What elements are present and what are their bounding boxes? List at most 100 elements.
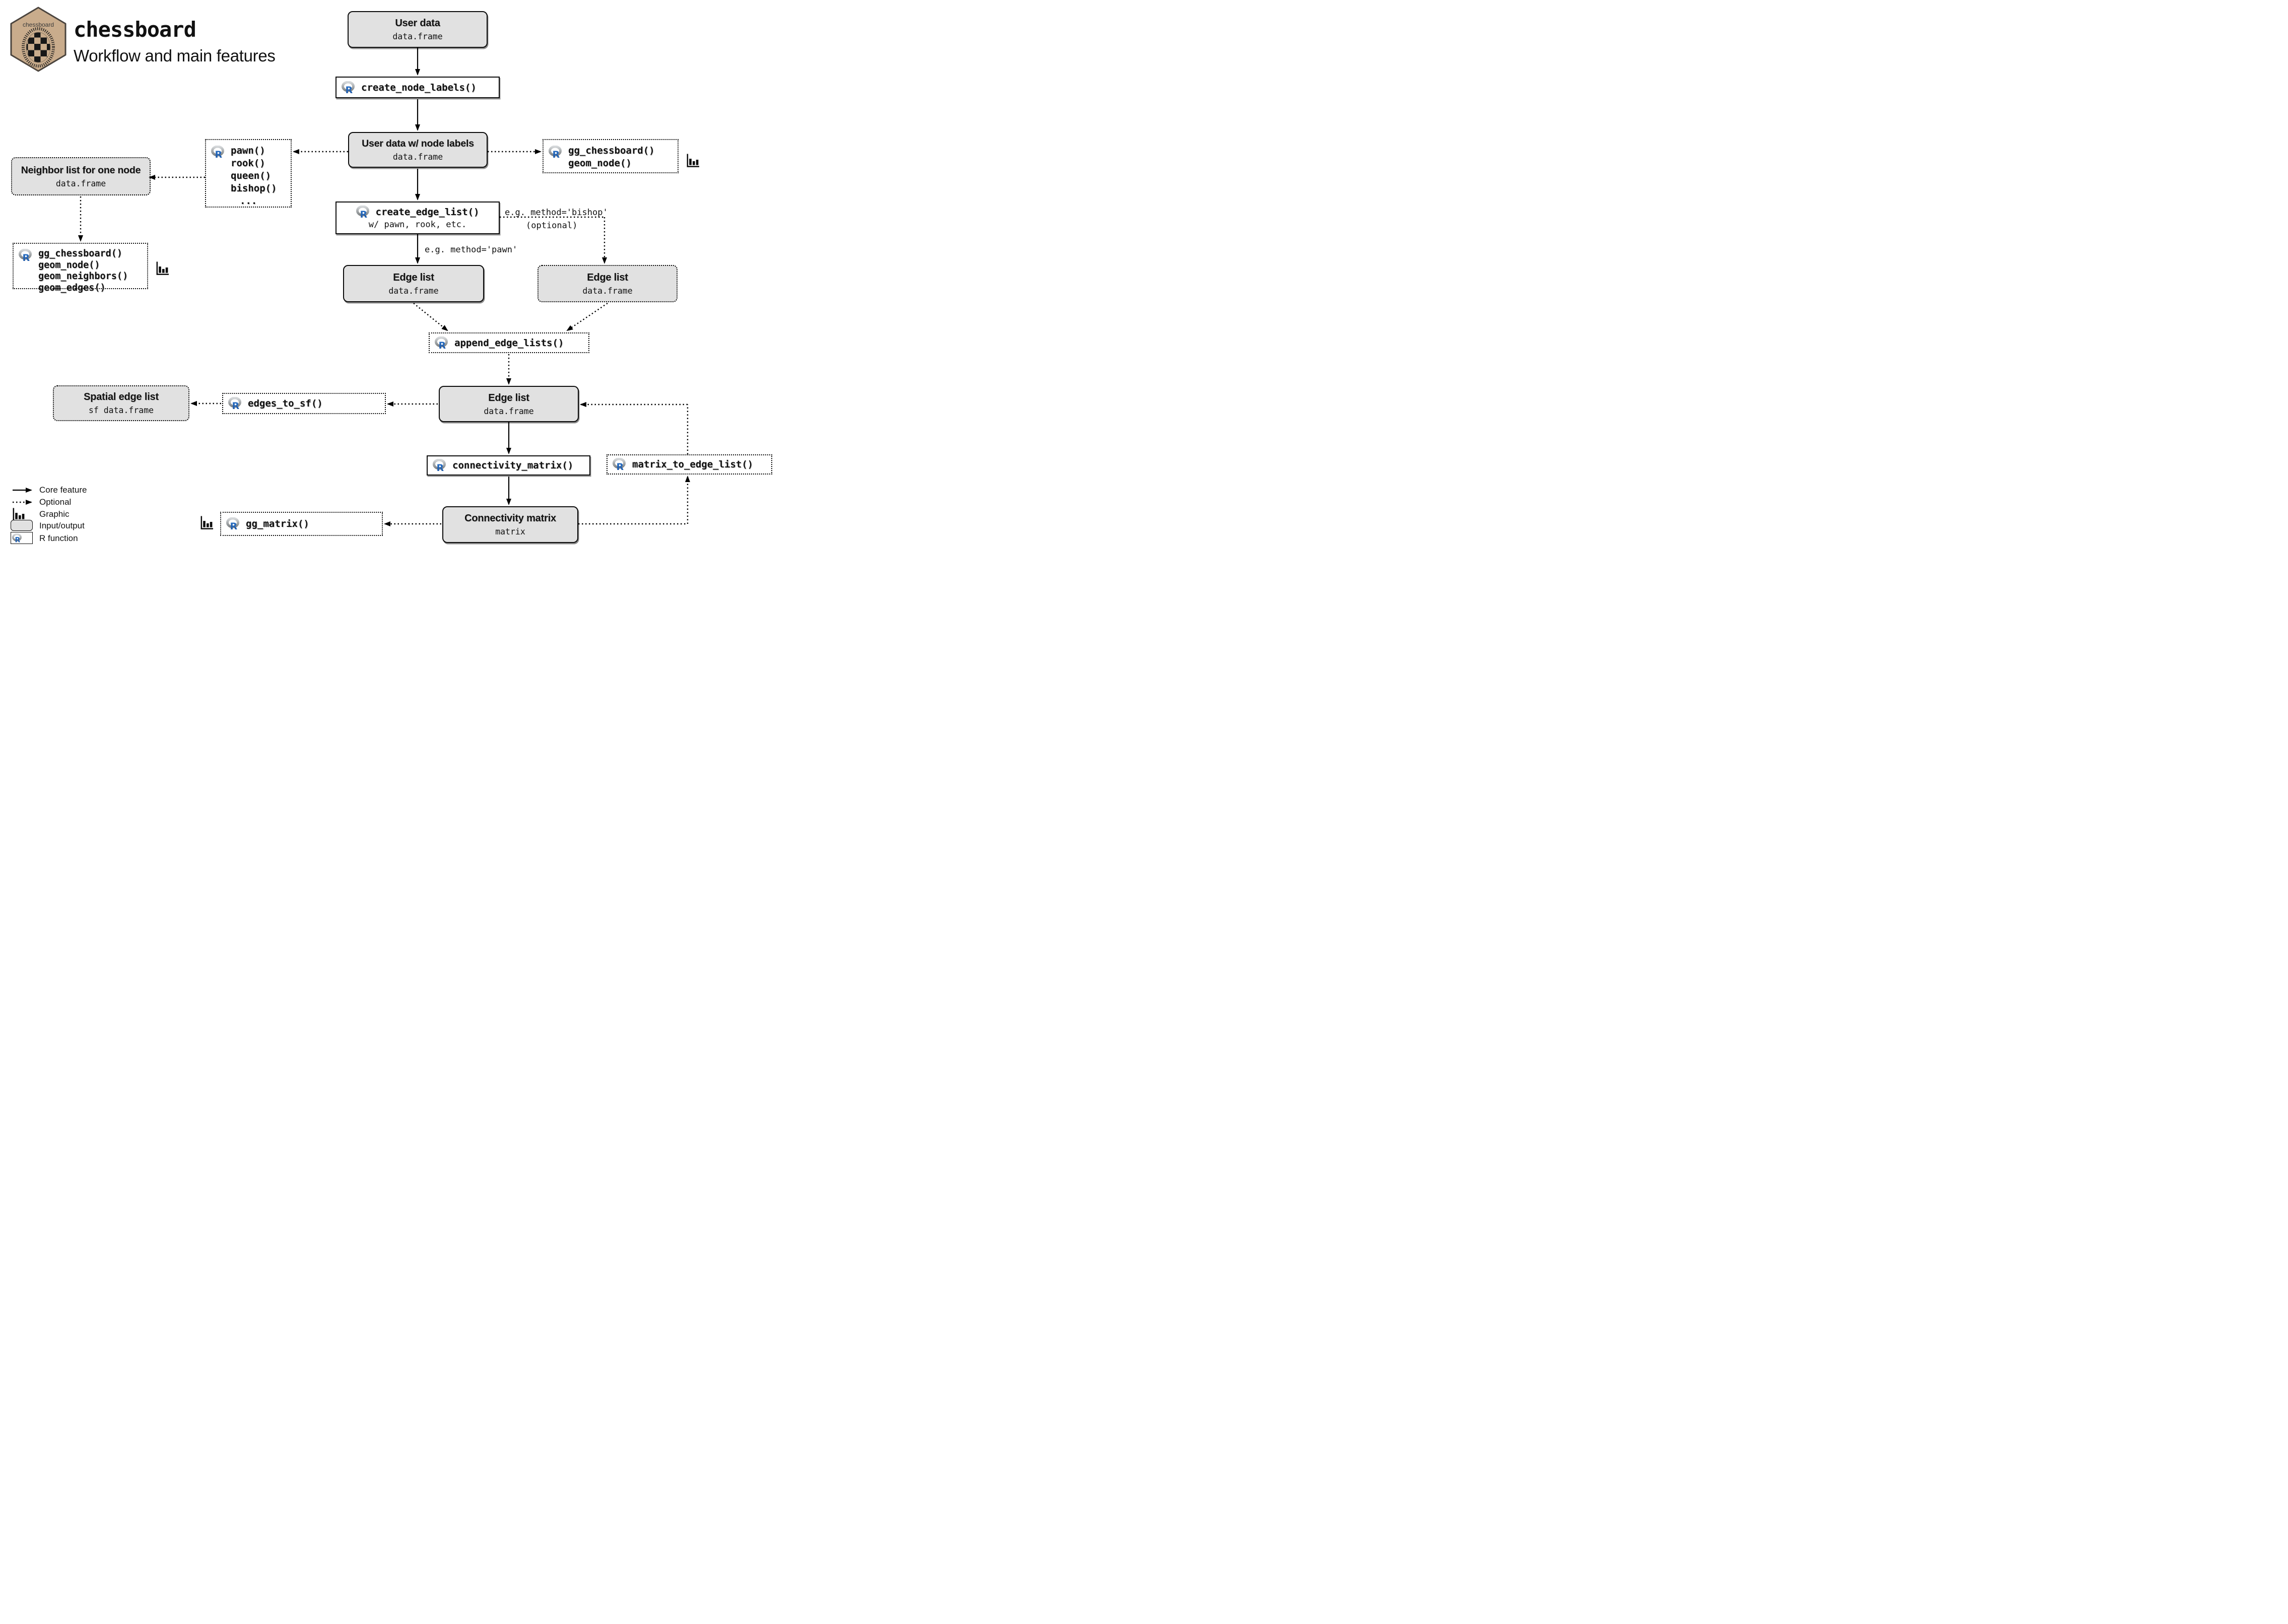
svg-text:R: R [346, 85, 353, 94]
fn-label: create_node_labels() [361, 82, 477, 93]
fn-lines: gg_chessboard() geom_node() geom_neighbo… [38, 248, 128, 294]
r-logo-icon: R [356, 205, 371, 220]
graphic-icon [155, 260, 169, 276]
fn-label: geom_edges() [38, 282, 106, 293]
page-title: chessboard [74, 17, 196, 42]
annotation-method-pawn: e.g. method='pawn' [425, 245, 518, 255]
box-edge-list-main: Edge list data.frame [439, 386, 579, 422]
fn-label: geom_neighbors() [38, 271, 128, 282]
box-type: data.frame [388, 286, 439, 296]
box-title: User data w/ node labels [362, 138, 474, 149]
box-spatial-edge-list: Spatial edge list sf data.frame [53, 385, 189, 421]
r-logo-icon: R [211, 145, 226, 160]
svg-text:R: R [215, 149, 223, 159]
fn-create-node-labels: R create_node_labels() [335, 77, 500, 98]
fn-append-edge-lists: R append_edge_lists() [429, 332, 589, 353]
box-title: Edge list [393, 272, 434, 283]
svg-text:R: R [439, 340, 446, 350]
svg-text:R: R [617, 461, 624, 471]
fn-create-edge-list: R create_edge_list() w/ pawn, rook, etc. [335, 201, 500, 234]
legend-r-function: R function [39, 533, 78, 543]
fn-edges-to-sf: R edges_to_sf() [222, 393, 386, 414]
workflow-diagram: chessboard https://github.com/frbcesab/c… [0, 0, 779, 553]
arrow-edgelistright-to-append [566, 303, 608, 331]
svg-text:R: R [23, 252, 30, 262]
fn-sublabel: w/ pawn, rook, etc. [368, 220, 467, 230]
box-neighbor-list: Neighbor list for one node data.frame [11, 157, 151, 195]
r-logo-icon: R [613, 457, 628, 472]
box-type: data.frame [55, 178, 106, 188]
svg-text:R: R [360, 209, 367, 219]
box-title: Neighbor list for one node [21, 164, 141, 176]
fn-label: gg_matrix() [246, 518, 309, 529]
fn-connectivity-matrix: R connectivity_matrix() [427, 455, 590, 476]
fn-label: ... [240, 195, 257, 207]
fn-label: matrix_to_edge_list() [632, 459, 754, 470]
chessboard-hex-logo: chessboard https://github.com/frbcesab/c… [10, 7, 66, 72]
box-type: sf data.frame [88, 405, 154, 415]
legend-input-output-sample [11, 520, 33, 531]
legend-r-function-sample: R [11, 532, 33, 544]
annotation-method-bishop: e.g. method='bishop' [505, 208, 608, 218]
fn-row: R create_edge_list() [356, 205, 480, 220]
hex-logo-text: chessboard [23, 21, 54, 28]
fn-label: gg_chessboard() [38, 248, 123, 259]
box-edge-list-right: Edge list data.frame [537, 265, 678, 302]
fn-label: bishop() [231, 183, 277, 194]
fn-label: pawn() [231, 145, 265, 156]
fn-label: rook() [231, 158, 265, 169]
r-logo-icon: R [433, 458, 448, 473]
fn-label: create_edge_list() [375, 207, 480, 218]
box-title: Edge list [587, 272, 628, 283]
r-logo-icon: R [228, 396, 243, 412]
box-title: Connectivity matrix [464, 513, 556, 524]
chess-pieces-ring [22, 27, 55, 67]
svg-text:R: R [553, 149, 560, 159]
box-user-data: User data data.frame [348, 11, 488, 48]
box-type: data.frame [392, 152, 443, 162]
r-logo-icon: R [435, 336, 450, 351]
svg-text:R: R [437, 462, 444, 472]
box-title: Edge list [488, 392, 529, 403]
r-logo-icon: R [342, 81, 357, 96]
fn-label: gg_chessboard() [568, 145, 655, 156]
box-type: matrix [495, 527, 525, 536]
fn-label: geom_node() [568, 158, 632, 169]
r-logo-icon: R [226, 517, 241, 532]
legend-graphic: Graphic [39, 509, 70, 519]
fn-lines: gg_chessboard() geom_node() [568, 145, 655, 170]
fn-label: edges_to_sf() [248, 398, 323, 409]
svg-text:R: R [230, 521, 238, 530]
box-type: data.frame [392, 32, 443, 41]
fn-gg-chessboard-node: R gg_chessboard() geom_node() [543, 139, 679, 173]
graphic-icon [199, 515, 214, 530]
box-connectivity-matrix: Connectivity matrix matrix [442, 506, 578, 543]
fn-gg-matrix: R gg_matrix() [220, 512, 383, 536]
fn-label: geom_node() [38, 259, 100, 270]
box-title: User data [395, 18, 440, 29]
svg-text:R: R [232, 400, 240, 410]
r-logo-icon: R [12, 533, 23, 544]
legend-core-feature: Core feature [39, 485, 87, 495]
fn-label: queen() [231, 170, 272, 181]
r-logo-icon: R [19, 248, 34, 263]
fn-gg-chessboard-neighbors: R gg_chessboard() geom_node() geom_neigh… [13, 243, 148, 293]
box-type: data.frame [582, 286, 633, 296]
graphic-icon [685, 153, 700, 168]
arrow-edgelistleft-to-append [413, 303, 448, 331]
fn-label: append_edge_lists() [454, 337, 564, 349]
fn-matrix-to-edge-list: R matrix_to_edge_list() [607, 454, 772, 475]
box-user-data-node-labels: User data w/ node labels data.frame [348, 132, 488, 168]
fn-pawn-rook-queen-bishop: R pawn() rook() queen() bishop() ... [205, 139, 292, 208]
fn-lines: pawn() rook() queen() bishop() ... [231, 145, 277, 208]
box-edge-list-left: Edge list data.frame [343, 265, 484, 302]
r-logo-icon: R [549, 145, 564, 160]
legend-input-output: Input/output [39, 521, 85, 530]
annotation-optional: (optional) [526, 221, 578, 231]
svg-text:R: R [15, 536, 21, 543]
page-subtitle: Workflow and main features [74, 46, 276, 65]
box-type: data.frame [484, 406, 534, 416]
fn-label: connectivity_matrix() [452, 460, 574, 471]
legend-optional: Optional [39, 497, 72, 507]
box-title: Spatial edge list [84, 391, 159, 402]
